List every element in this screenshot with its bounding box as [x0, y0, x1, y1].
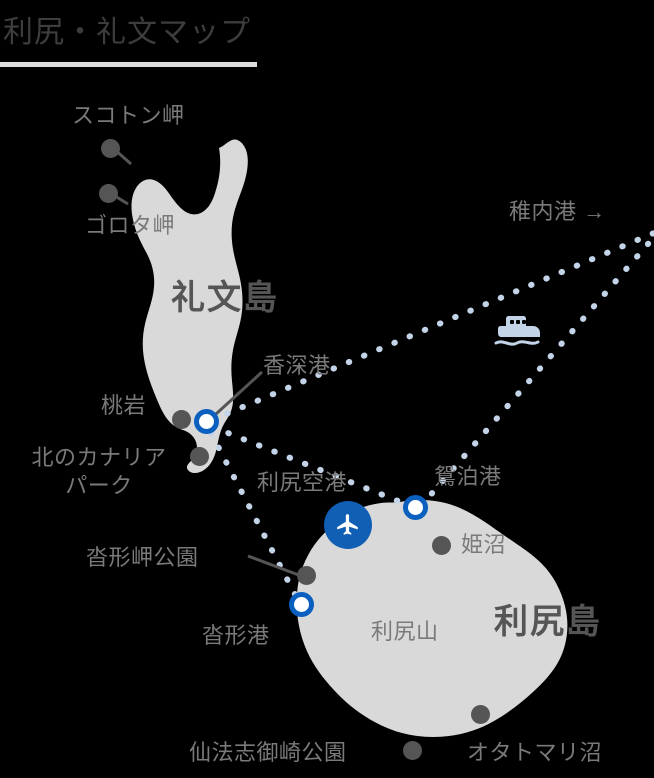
route-oshidomari-wakkanai [418, 234, 654, 509]
route-kafuka-wakkanai [209, 230, 654, 423]
label-rishirizan: 利尻山 [371, 619, 439, 644]
airport-marker-rishiri-kuko[interactable] [324, 501, 372, 549]
label-kutsugata-misaki-koen: 沓形岬公園 [86, 545, 199, 570]
title-divider [0, 62, 257, 67]
label-otatomari-numa: オタトマリ沼 [467, 740, 603, 765]
page-header: 利尻・礼文マップ [0, 0, 654, 80]
route-kafuka-oshidomari [210, 424, 421, 512]
ferry-icon [493, 310, 545, 357]
label-kutsugata-ko: 沓形港 [202, 623, 270, 648]
port-marker-oshidomari-ko[interactable] [403, 495, 428, 520]
island-name-rishiri: 利尻島 [494, 603, 602, 641]
rishiri-island-shape [296, 500, 568, 737]
label-momoiwa: 桃岩 [101, 393, 147, 418]
island-name-rebun: 礼文島 [171, 279, 279, 317]
page-title: 利尻・礼文マップ [3, 16, 251, 49]
label-rishiri-kuko: 利尻空港 [257, 470, 348, 495]
label-sukoton-misaki: スコトン岬 [72, 103, 185, 128]
port-marker-kafuka-ko[interactable] [194, 409, 219, 434]
label-gorota-misaki: ゴロタ岬 [85, 213, 176, 238]
route-kafuka-kutsugata [208, 430, 303, 607]
label-kita-no-canary-park: 北のカナリア パーク [8, 444, 190, 500]
label-kafuka-ko: 香深港 [263, 353, 331, 378]
spot-marker-kutsugata-misaki-koen[interactable] [297, 566, 316, 585]
label-kita-no-canary-park-line1: 北のカナリア [31, 445, 167, 470]
spot-marker-gorota-misaki[interactable] [99, 184, 118, 203]
label-wakkanai-ko: 稚内港 → [509, 199, 606, 224]
leader-line-kutsugata-koen [247, 554, 305, 579]
spot-marker-momoiwa[interactable] [172, 410, 191, 429]
spot-marker-senhoshi-misaki-koen[interactable] [403, 741, 422, 760]
spot-marker-sukoton-misaki[interactable] [101, 139, 120, 158]
spot-marker-otatomari-numa[interactable] [471, 705, 490, 724]
label-kita-no-canary-park-line2: パーク [65, 473, 133, 499]
rebun-island-shape [131, 139, 248, 473]
label-senhoshi-misaki-koen: 仙法志御崎公園 [189, 740, 347, 765]
spot-marker-kita-no-canary-park[interactable] [190, 447, 209, 466]
label-oshidomari-ko: 鴛泊港 [434, 464, 502, 489]
spot-marker-himenuma[interactable] [432, 536, 451, 555]
port-marker-kutsugata-ko[interactable] [289, 592, 314, 617]
leader-line-kafuka [214, 370, 264, 416]
label-himenuma: 姫沼 [461, 532, 507, 557]
airplane-icon [337, 514, 358, 535]
